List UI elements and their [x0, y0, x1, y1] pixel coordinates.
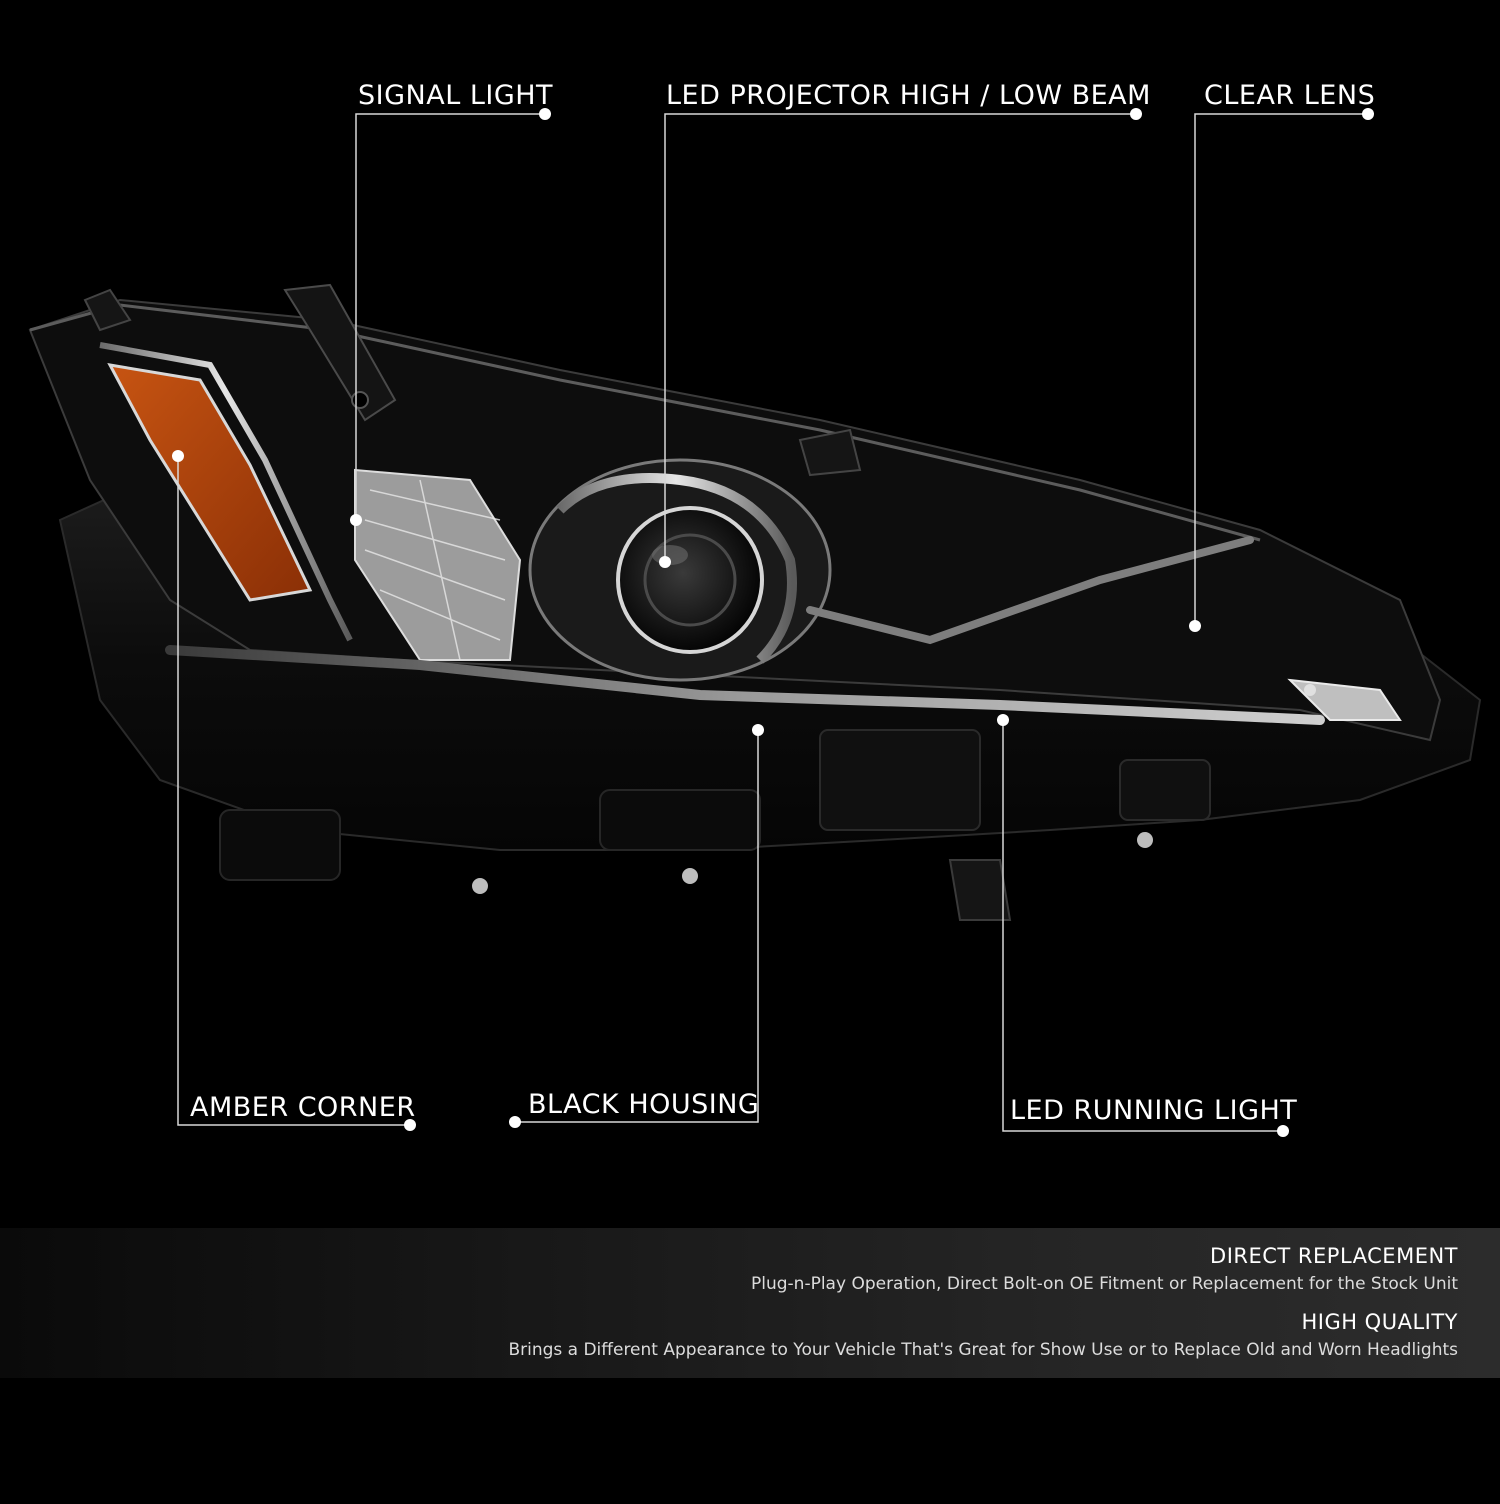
signal-light-leader [355, 113, 545, 520]
callout-projector: LED PROJECTOR HIGH / LOW BEAM [666, 80, 1151, 111]
signal-light-reflector [354, 468, 522, 661]
projector-leader [664, 113, 1136, 562]
projector-dot-end [1130, 108, 1142, 120]
running-light-dot-end [1277, 1125, 1289, 1137]
projector-dot-start [659, 556, 671, 568]
rear-bolt [1304, 684, 1316, 696]
feature-direct-replacement: DIRECT REPLACEMENT Plug-n-Play Operation… [751, 1246, 1458, 1293]
amber-corner-dot-end [404, 1119, 416, 1131]
mount-bolt-3 [1137, 832, 1153, 848]
clear-lens-leader [1194, 113, 1368, 626]
signal-reflector-facets [364, 479, 506, 661]
black-housing-leader [515, 730, 759, 1123]
black-housing-dot-end [509, 1116, 521, 1128]
black-housing-dot-start [752, 724, 764, 736]
callout-clear-lens: CLEAR LENS [1204, 80, 1376, 111]
bottom-connector [948, 859, 1012, 921]
running-light-dot-start [997, 714, 1009, 726]
callout-amber-corner: AMBER CORNER [190, 1092, 416, 1123]
projector-lens [616, 506, 764, 654]
projector-lens-inner [643, 533, 737, 627]
amber-corner-dot-start [172, 450, 184, 462]
signal-light-dot-start [350, 514, 362, 526]
clear-lens-dot-end [1362, 108, 1374, 120]
feature-info-band: DIRECT REPLACEMENT Plug-n-Play Operation… [0, 1228, 1500, 1378]
feature-description: Brings a Different Appearance to Your Ve… [508, 1340, 1458, 1360]
feature-title: DIRECT REPLACEMENT [1210, 1244, 1458, 1268]
feature-description: Plug-n-Play Operation, Direct Bolt-on OE… [751, 1274, 1458, 1294]
mount-bolt-2 [682, 868, 698, 884]
rear-clip [1287, 678, 1402, 721]
clear-lens-dot-start [1189, 620, 1201, 632]
callout-running-light: LED RUNNING LIGHT [1010, 1095, 1298, 1126]
bottom-bracket-1 [219, 809, 341, 881]
projector-chrome-ring [556, 473, 797, 664]
callout-black-housing: BLACK HOUSING [528, 1089, 760, 1120]
signal-light-dot-end [539, 108, 551, 120]
amber-corner-reflector [107, 363, 313, 602]
chrome-swoosh [99, 342, 353, 642]
bottom-bracket-2 [599, 789, 761, 851]
led-drl-upper [806, 536, 1254, 645]
callout-signal-light: SIGNAL LIGHT [358, 80, 554, 111]
top-tab-right [798, 428, 862, 477]
bottom-bracket-3 [819, 729, 981, 831]
bottom-bracket-4 [1119, 759, 1211, 821]
running-light-leader [1002, 720, 1283, 1132]
top-tab-left [83, 288, 132, 332]
led-drl-strip [165, 645, 1325, 725]
feature-title: HIGH QUALITY [1301, 1310, 1458, 1334]
feature-high-quality: HIGH QUALITY Brings a Different Appearan… [508, 1312, 1458, 1359]
amber-corner-leader [177, 456, 410, 1126]
top-tab-center [283, 283, 397, 422]
mount-bolt-1 [472, 878, 488, 894]
